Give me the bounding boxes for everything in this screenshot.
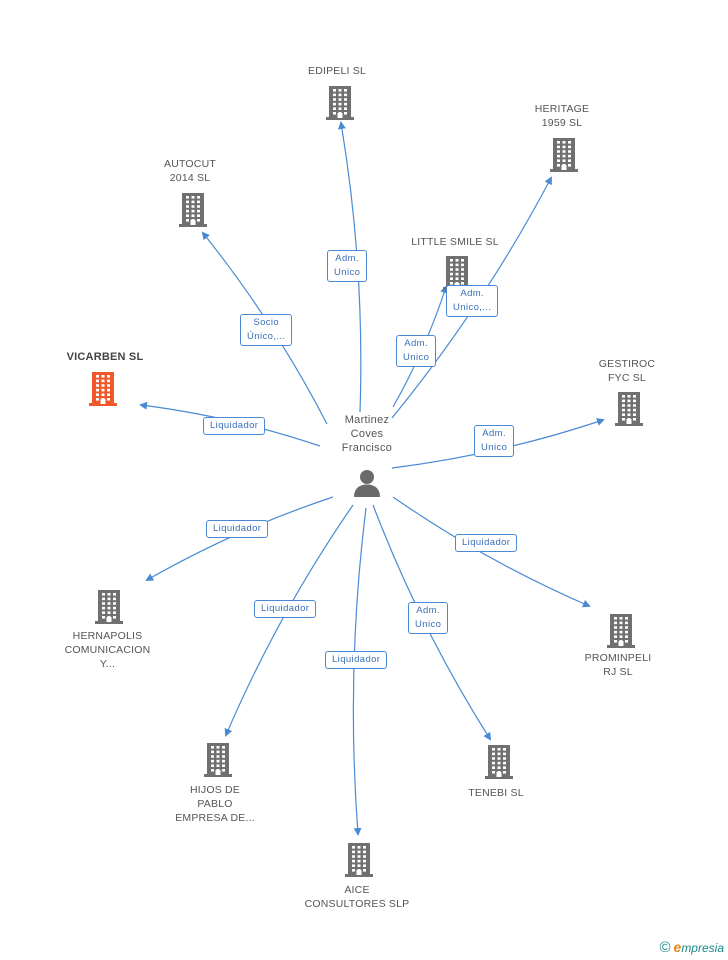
building-icon-aice[interactable] [345,843,373,877]
building-icon-autocut[interactable] [179,193,207,227]
company-label-tenebi[interactable]: TENEBI SL [468,787,524,799]
role-badge-little-smile[interactable]: Adm. Unico [396,335,437,367]
company-label-autocut[interactable]: AUTOCUT 2014 SL [164,158,216,184]
building-icon-hernapolis[interactable] [95,590,123,624]
brand-name: mpresia [681,941,724,955]
building-icon-tenebi[interactable] [485,745,513,779]
role-badge-prominpeli[interactable]: Liquidador [455,534,518,552]
role-badge-aice[interactable]: Liquidador [325,651,388,669]
role-badge-vicarben[interactable]: Liquidador [203,417,266,435]
building-icon-heritage[interactable] [550,138,578,172]
building-icon-hijos[interactable] [204,743,232,777]
center-person-name: Martinez Coves Francisco [341,414,393,454]
role-badge-hernapolis[interactable]: Liquidador [206,520,269,538]
company-label-hijos[interactable]: HIJOS DE PABLO EMPRESA DE... [175,784,255,824]
edge-aice [352,507,367,836]
role-badge-autocut[interactable]: Socio Único,... [240,314,293,346]
company-label-edipeli[interactable]: EDIPELI SL [307,65,367,77]
building-icon-vicarben[interactable] [89,372,117,406]
empresia-logo[interactable]: ©empresia [659,939,724,956]
company-label-aice[interactable]: AICE CONSULTORES SLP [304,884,410,910]
copyright-symbol: © [659,939,671,956]
role-badge-tenebi[interactable]: Adm. Unico [408,602,449,634]
role-badge-hijos[interactable]: Liquidador [254,600,317,618]
edge-prominpeli [392,496,591,608]
role-badge-gestiroc[interactable]: Adm. Unico [474,425,515,457]
company-label-gestiroc[interactable]: GESTIROC FYC SL [598,358,656,384]
building-icon-prominpeli[interactable] [607,614,635,648]
company-label-vicarben[interactable]: VICARBEN SL [66,351,144,363]
company-label-hernapolis[interactable]: HERNAPOLIS COMUNICACION Y... [64,630,151,670]
company-label-little-smile[interactable]: LITTLE SMILE SL [411,236,499,248]
role-badge-heritage[interactable]: Adm. Unico,... [446,285,499,317]
company-label-heritage[interactable]: HERITAGE 1959 SL [534,103,590,129]
role-badge-edipeli[interactable]: Adm. Unico [327,250,368,282]
company-label-prominpeli[interactable]: PROMINPELI RJ SL [584,652,652,678]
brand-initial: e [673,939,682,955]
building-icon-edipeli[interactable] [326,86,354,120]
edge-hernapolis [145,496,334,581]
edge-hijos [224,504,354,737]
building-icon-gestiroc[interactable] [615,392,643,426]
person-icon[interactable] [352,469,382,497]
